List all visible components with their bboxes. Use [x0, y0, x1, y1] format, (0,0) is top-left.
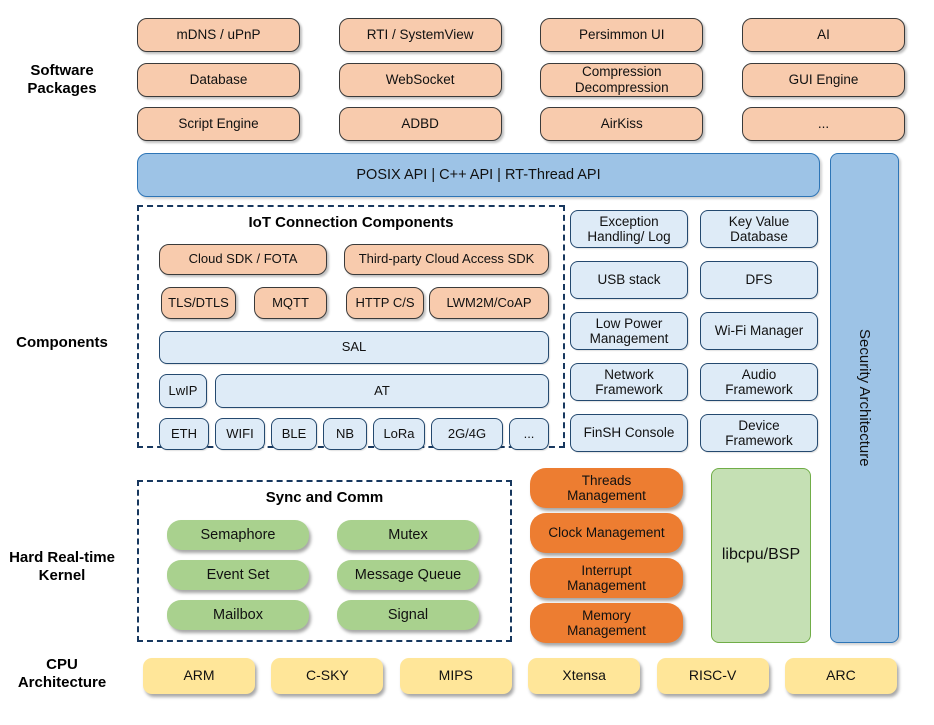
package-box-adbd: ADBD	[338, 107, 502, 141]
package-box-websocket: WebSocket	[338, 62, 502, 97]
cpu-box-mips: MIPS	[399, 658, 512, 694]
iot-box-nb: NB	[323, 418, 367, 450]
component-box-usb-stack: USB stack	[570, 261, 688, 299]
package-box-gui-engine: GUI Engine	[741, 62, 905, 97]
iot-box-cloud-sdk-fota: Cloud SDK / FOTA	[159, 244, 327, 275]
component-box-exception-handling-log: Exception Handling/ Log	[570, 210, 688, 248]
sync-and-comm-box: Sync and Comm Semaphore Mutex Event Set …	[137, 480, 512, 642]
package-box-rti-systemview: RTI / SystemView	[338, 18, 502, 52]
package-box-persimmon-ui: Persimmon UI	[540, 18, 704, 52]
component-box-device-framework: Device Framework	[700, 414, 818, 452]
iot-box-thirdparty-sdk: Third-party Cloud Access SDK	[344, 244, 549, 275]
iot-connection-components-box: IoT Connection Components Cloud SDK / FO…	[137, 205, 565, 450]
management-box-interrupt: Interrupt Management	[530, 558, 683, 598]
iot-box-sal: SAL	[159, 331, 549, 364]
cpu-box-arm: ARM	[143, 658, 255, 694]
package-box-compression: Compression Decompression	[540, 62, 704, 97]
management-box-memory: Memory Management	[530, 603, 683, 643]
package-box-airkiss: AirKiss	[540, 107, 704, 141]
libcpu-bsp-box: libcpu/BSP	[711, 468, 811, 643]
sync-and-comm-grid: Semaphore Mutex Event Set Message Queue …	[167, 520, 479, 630]
component-box-audio-framework: Audio Framework	[700, 363, 818, 401]
software-packages-grid: mDNS / uPnP RTI / SystemView Persimmon U…	[137, 18, 905, 141]
side-label-components: Components	[16, 334, 108, 351]
iot-box-http-cs: HTTP C/S	[346, 287, 424, 319]
iot-box-tls-dtls: TLS/DTLS	[161, 287, 236, 319]
sync-box-event-set: Event Set	[167, 560, 309, 590]
iot-box-lwip: LwIP	[159, 374, 207, 408]
component-box-network-framework: Network Framework	[570, 363, 688, 401]
cpu-architecture-row: ARM C-SKY MIPS Xtensa RISC-V ARC	[143, 658, 897, 694]
side-label-cpu-architecture: CPU Architecture	[17, 656, 107, 692]
component-box-low-power-management: Low Power Management	[570, 312, 688, 350]
sync-and-comm-title: Sync and Comm	[265, 489, 384, 506]
security-architecture-bar: Security Architecture	[830, 153, 899, 643]
components-grid: Exception Handling/ Log Key Value Databa…	[570, 210, 818, 452]
package-box-script-engine: Script Engine	[137, 107, 300, 141]
package-box-ai: AI	[741, 18, 905, 52]
iot-box-title: IoT Connection Components	[248, 214, 454, 231]
cpu-box-c-sky: C-SKY	[271, 658, 384, 694]
package-box-mdns-upnp: mDNS / uPnP	[137, 18, 300, 52]
cpu-box-risc-v: RISC-V	[656, 658, 769, 694]
iot-box-ble: BLE	[271, 418, 317, 450]
iot-box-mqtt: MQTT	[254, 287, 327, 319]
iot-box-wifi: WIFI	[215, 418, 265, 450]
side-label-software-packages: Software Packages	[27, 62, 97, 98]
component-box-finsh-console: FinSH Console	[570, 414, 688, 452]
iot-box-lwm2m-coap: LWM2M/CoAP	[429, 287, 549, 319]
sync-box-mutex: Mutex	[337, 520, 479, 550]
sync-box-semaphore: Semaphore	[167, 520, 309, 550]
iot-box-lora: LoRa	[373, 418, 425, 450]
cpu-box-xtensa: Xtensa	[528, 658, 641, 694]
management-box-clock: Clock Management	[530, 513, 683, 553]
package-box-database: Database	[137, 62, 300, 97]
side-label-hard-realtime-kernel: Hard Real-time Kernel	[9, 549, 115, 585]
kernel-management-column: Threads Management Clock Management Inte…	[530, 468, 683, 643]
sync-box-message-queue: Message Queue	[337, 560, 479, 590]
iot-box-eth: ETH	[159, 418, 209, 450]
iot-box-2g-4g: 2G/4G	[431, 418, 503, 450]
sync-box-signal: Signal	[337, 600, 479, 630]
iot-box-more: ...	[509, 418, 549, 450]
component-box-key-value-database: Key Value Database	[700, 210, 818, 248]
cpu-box-arc: ARC	[784, 658, 897, 694]
management-box-threads: Threads Management	[530, 468, 683, 508]
sync-box-mailbox: Mailbox	[167, 600, 309, 630]
iot-box-at: AT	[215, 374, 549, 408]
package-box-more: ...	[741, 107, 905, 141]
api-bar: POSIX API | C++ API | RT-Thread API	[137, 153, 820, 197]
component-box-wifi-manager: Wi-Fi Manager	[700, 312, 818, 350]
component-box-dfs: DFS	[700, 261, 818, 299]
